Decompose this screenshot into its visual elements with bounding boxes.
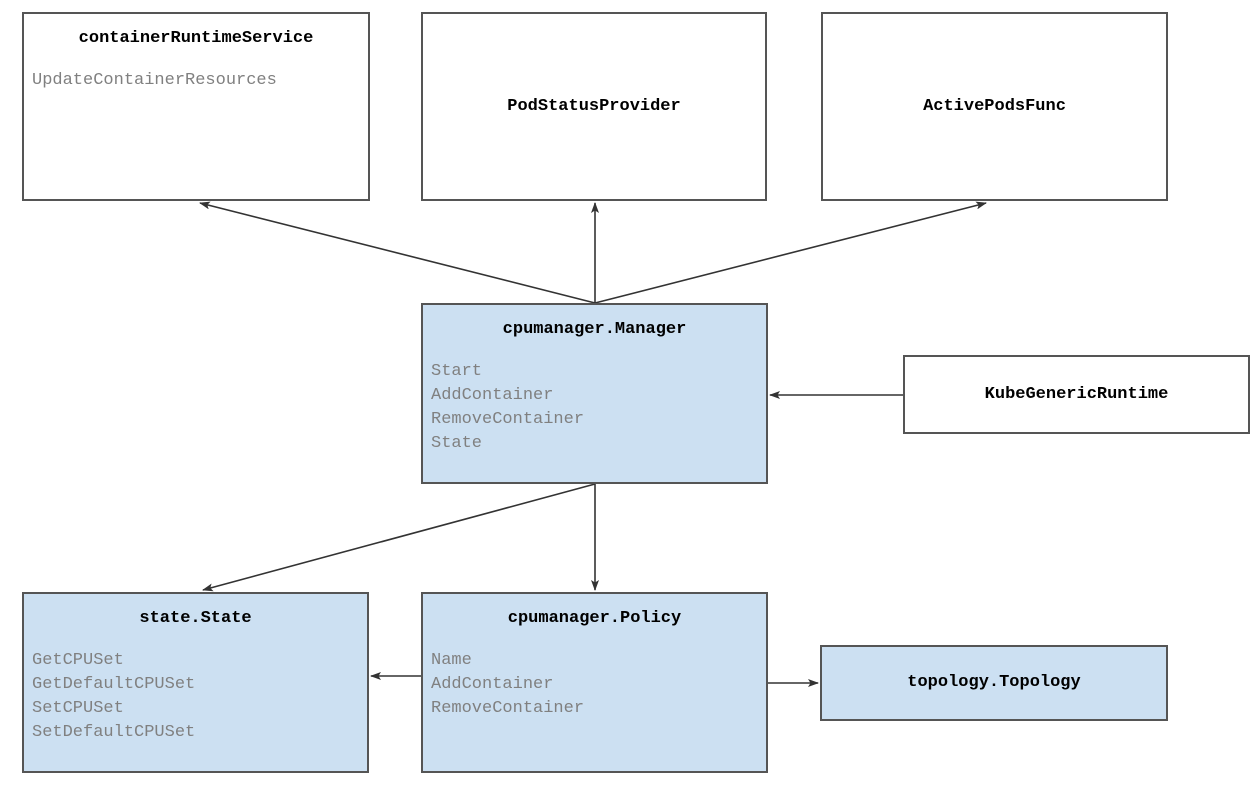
- class-node-PodStatusProvider[interactable]: PodStatusProvider: [421, 12, 767, 201]
- class-node-member: AddContainer: [431, 675, 554, 694]
- class-node-title: ActivePodsFunc: [923, 96, 1066, 116]
- class-node-ActivePodsFunc[interactable]: ActivePodsFunc: [821, 12, 1168, 201]
- class-node-member: SetDefaultCPUSet: [32, 723, 196, 742]
- class-node-title: PodStatusProvider: [507, 96, 681, 116]
- class-node-member: AddContainer: [431, 386, 554, 405]
- class-node-member: SetCPUSet: [32, 699, 124, 718]
- class-node-title: cpumanager.Manager: [502, 320, 687, 339]
- edge-manager-to-activePodsFunc: [594, 201, 987, 304]
- edge-manager-to-stateState: [202, 483, 596, 592]
- class-node-title: cpumanager.Policy: [507, 609, 682, 628]
- class-node-member: GetDefaultCPUSet: [32, 675, 196, 694]
- edge-manager-to-containerRuntimeService: [199, 201, 596, 304]
- class-node-title: containerRuntimeService: [78, 29, 314, 48]
- class-node-member: RemoveContainer: [431, 410, 585, 429]
- class-node-topologyTopology[interactable]: topology.Topology: [820, 645, 1168, 721]
- class-node-member: Start: [431, 362, 483, 381]
- class-node-KubeGenericRuntime[interactable]: KubeGenericRuntime: [903, 355, 1250, 434]
- class-node-member: Name: [431, 651, 472, 670]
- class-node-title: KubeGenericRuntime: [984, 384, 1169, 404]
- class-node-member: UpdateContainerResources: [32, 71, 277, 90]
- class-node-member: RemoveContainer: [431, 699, 585, 718]
- class-node-member-list: UpdateContainerResources: [24, 49, 368, 93]
- class-node-member: State: [431, 434, 483, 453]
- class-node-member: GetCPUSet: [32, 651, 124, 670]
- class-node-title: topology.Topology: [907, 673, 1081, 692]
- class-node-title: state.State: [139, 609, 252, 628]
